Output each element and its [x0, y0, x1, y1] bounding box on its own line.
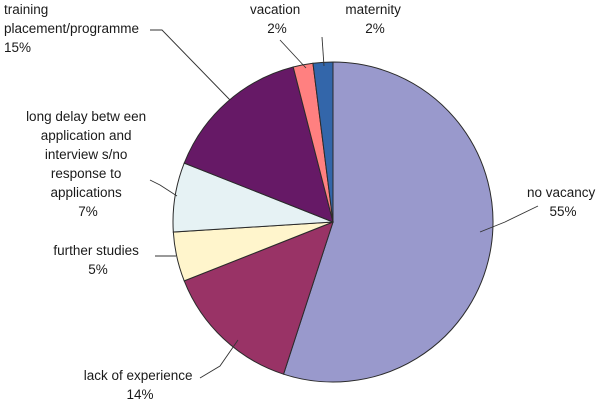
- label-further-studies-line: further studies: [53, 243, 139, 258]
- label-no-vacancy-value: 55%: [549, 204, 576, 219]
- label-training-value: 15%: [4, 40, 31, 55]
- label-long-delay-line-2: application and: [41, 128, 132, 143]
- label-training-line-2: placement/programme: [4, 21, 139, 36]
- label-long-delay-line-3: interview s/no: [45, 147, 128, 162]
- pie-slice-lack-of-experience: [183, 221, 334, 375]
- leader-lines: [149, 29, 539, 379]
- label-long-delay-line-4: response to: [51, 166, 122, 181]
- pie-slice-no-vacancy: [282, 61, 494, 383]
- label-training-line-1: training: [4, 2, 48, 17]
- label-maternity-value: 2%: [365, 21, 385, 36]
- pie-slices: [172, 61, 494, 383]
- label-no-vacancy: no vacancy 55%: [527, 185, 599, 219]
- label-lack-of-experience: lack of experience 14%: [84, 368, 197, 402]
- label-lack-of-experience-value: 14%: [126, 387, 153, 402]
- label-long-delay-line-1: long delay betw een: [26, 109, 146, 124]
- pie-slice-training-placement-programme: [183, 66, 334, 223]
- leader-line-training: [150, 29, 231, 101]
- leader-line-lack-of-experience: [199, 339, 239, 379]
- label-maternity: maternity 2%: [345, 2, 404, 36]
- label-training: training placement/programme 15%: [4, 2, 143, 55]
- label-long-delay: long delay betw een application and inte…: [26, 109, 150, 219]
- label-further-studies: further studies 5%: [53, 243, 142, 277]
- label-no-vacancy-line: no vacancy: [527, 185, 596, 200]
- label-long-delay-line-5: applications: [50, 185, 122, 200]
- label-further-studies-value: 5%: [88, 262, 108, 277]
- pie-slice-maternity: [312, 61, 334, 223]
- leader-line-long-delay: [149, 179, 178, 197]
- label-vacation-line: vacation: [250, 2, 300, 17]
- label-vacation-value: 2%: [267, 21, 287, 36]
- leader-line-no-vacancy: [479, 205, 539, 233]
- leader-line-vacation: [279, 39, 307, 69]
- label-maternity-line: maternity: [345, 2, 401, 17]
- label-long-delay-value: 7%: [78, 204, 98, 219]
- label-vacation: vacation 2%: [250, 2, 304, 36]
- label-lack-of-experience-line: lack of experience: [84, 368, 193, 383]
- leader-line-maternity: [321, 36, 325, 67]
